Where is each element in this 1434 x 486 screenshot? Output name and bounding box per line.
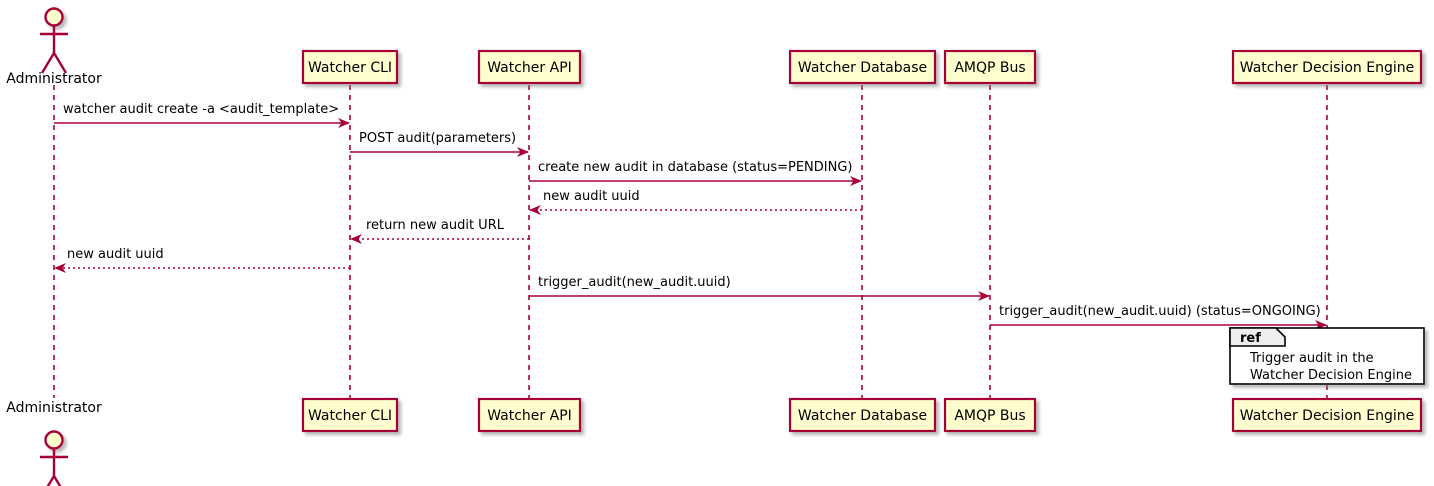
participant-box-rect [943, 49, 1037, 85]
participant-box-rect [477, 49, 582, 85]
participant-box-rect [301, 49, 399, 85]
participant-box-rect [301, 397, 399, 433]
participant-label-watcher-database: Watcher Database [798, 60, 927, 76]
participant-box-rect [788, 397, 937, 433]
message-label: POST audit(parameters) [359, 131, 516, 146]
message-label: new audit uuid [543, 189, 640, 204]
participant-box-watcher-api[interactable]: Watcher API [477, 49, 582, 85]
participant-label-watcher-cli-bottom: Watcher CLI [308, 408, 392, 424]
message-label: new audit uuid [67, 247, 164, 262]
message-label: return new audit URL [366, 218, 505, 233]
participant-box-watcher-decision-engine-bottom[interactable]: Watcher Decision Engine [1231, 397, 1423, 433]
participant-box-rect [477, 397, 582, 433]
participant-label-administrator: Administrator [6, 71, 102, 87]
participant-box-watcher-cli-bottom[interactable]: Watcher CLI [301, 397, 399, 433]
message-4-watcher-database-to-watcher-api: new audit uuid [529, 189, 862, 215]
actor-leg-right [52, 52, 68, 74]
participant-box-watcher-api-bottom[interactable]: Watcher API [477, 397, 582, 433]
message-label: create new audit in database (status=PEN… [538, 160, 853, 175]
ref-fragment-tag-shape [1229, 327, 1286, 347]
lifelines-layer [53, 85, 1328, 398]
messages-layer: watcher audit create -a <audit_template>… [54, 102, 1327, 330]
participant-label-amqp-bus: AMQP Bus [954, 60, 1025, 76]
message-label: watcher audit create -a <audit_template> [63, 102, 339, 117]
participant-box-rect [788, 49, 937, 85]
participant-label-watcher-database-bottom: Watcher Database [798, 408, 927, 424]
participant-label-watcher-decision-engine: Watcher Decision Engine [1240, 60, 1414, 76]
participant-label-administrator-bottom: Administrator [6, 400, 102, 416]
message-3-watcher-api-to-watcher-database: create new audit in database (status=PEN… [529, 160, 862, 186]
participant-label-watcher-api-bottom: Watcher API [487, 408, 572, 424]
message-6-watcher-cli-to-administrator: new audit uuid [54, 247, 350, 273]
participant-box-watcher-database[interactable]: Watcher Database [788, 49, 937, 85]
participant-box-amqp-bus[interactable]: AMQP Bus [943, 49, 1037, 85]
participant-box-rect [1231, 49, 1423, 85]
participant-box-rect [943, 397, 1037, 433]
participant-box-watcher-cli[interactable]: Watcher CLI [301, 49, 399, 85]
actor-head [44, 7, 64, 27]
ref-fragment-line: Trigger audit in the [1249, 351, 1374, 366]
actor-leg-left [46, 475, 56, 486]
actor-figure-administrator [40, 7, 68, 74]
ref-fragment-line: Watcher Decision Engine [1250, 368, 1412, 383]
participant-label-watcher-api: Watcher API [487, 60, 572, 76]
message-5-watcher-api-to-watcher-cli: return new audit URL [350, 218, 529, 244]
message-label: trigger_audit(new_audit.uuid) (status=ON… [999, 304, 1321, 319]
participant-box-rect [1231, 397, 1423, 433]
actor-leg-right [52, 475, 62, 486]
actor-head [44, 430, 64, 450]
participant-box-watcher-decision-engine[interactable]: Watcher Decision Engine [1231, 49, 1423, 85]
participant-box-amqp-bus-bottom[interactable]: AMQP Bus [943, 397, 1037, 433]
message-1-administrator-to-watcher-cli: watcher audit create -a <audit_template> [54, 102, 350, 128]
message-2-watcher-cli-to-watcher-api: POST audit(parameters) [350, 131, 529, 157]
participant-label-amqp-bus-bottom: AMQP Bus [954, 408, 1025, 424]
actor-leg-left [40, 52, 56, 74]
participant-label-watcher-decision-engine-bottom: Watcher Decision Engine [1240, 408, 1414, 424]
message-label: trigger_audit(new_audit.uuid) [538, 275, 731, 290]
actor-figure-administrator-bottom [40, 430, 68, 486]
participant-label-watcher-cli: Watcher CLI [308, 60, 392, 76]
message-7-watcher-api-to-amqp-bus: trigger_audit(new_audit.uuid) [529, 275, 990, 301]
ref-fragment-tag-label: ref [1240, 331, 1261, 346]
participant-box-watcher-database-bottom[interactable]: Watcher Database [788, 397, 937, 433]
message-8-amqp-bus-to-watcher-decision-engine: trigger_audit(new_audit.uuid) (status=ON… [990, 304, 1327, 330]
